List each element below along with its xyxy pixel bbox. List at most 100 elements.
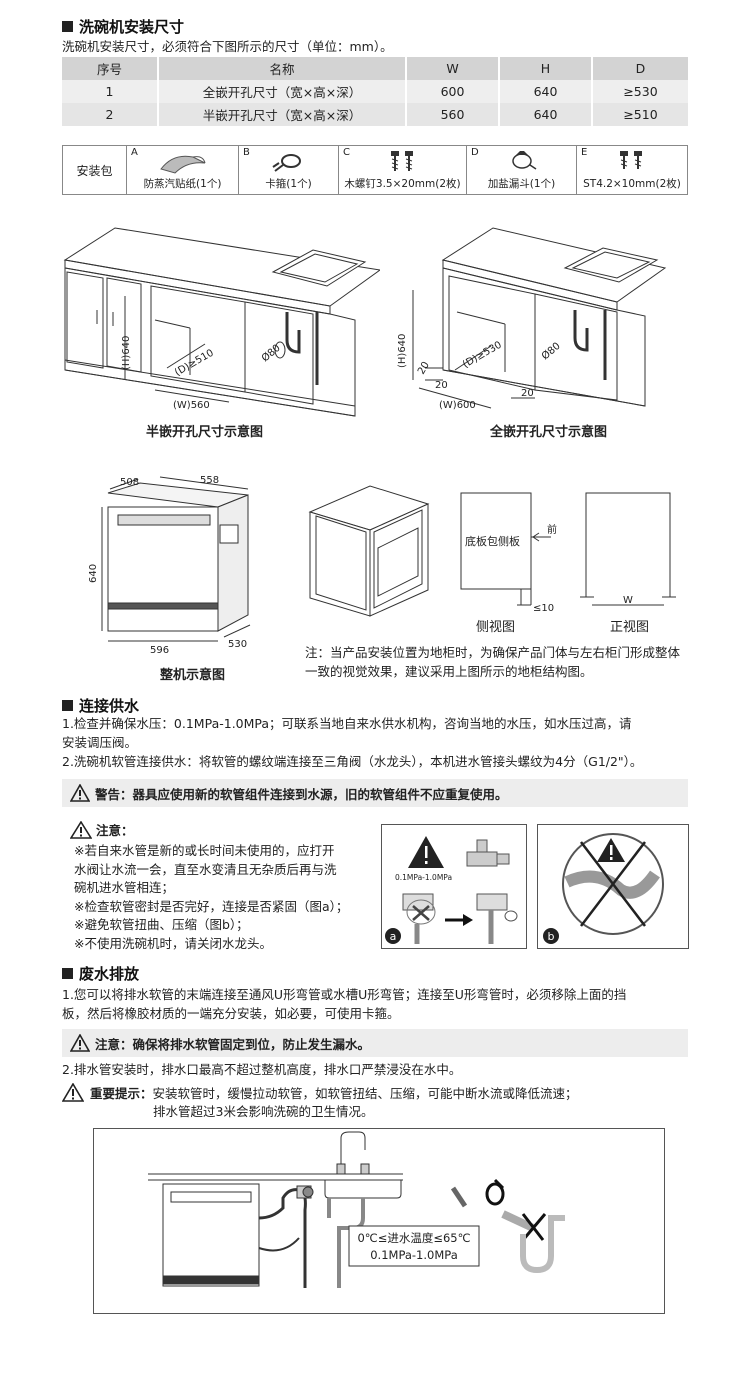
drain-pressure-label: 0.1MPa-1.0MPa xyxy=(370,1248,458,1262)
full-diagram-caption: 全嵌开孔尺寸示意图 xyxy=(490,425,608,440)
warning-text: 警告：器具应使用新的软管组件连接到水源，旧的软管组件不应重复使用。 xyxy=(95,786,508,802)
table-cell: 半嵌开孔尺寸（宽×高×深） xyxy=(158,103,407,126)
drain-installation-diagram: 0℃≤进水温度≤65℃ 0.1MPa-1.0MPa xyxy=(93,1128,665,1314)
table-cell: 全嵌开孔尺寸（宽×高×深） xyxy=(158,80,407,103)
full-gap1-label: 20 xyxy=(416,360,432,377)
side-panel-label: 底板包侧板 xyxy=(465,534,520,548)
package-item-c: C 木螺钉3.5×20mm(2枚) xyxy=(339,146,467,194)
fig-b-label: b xyxy=(548,930,555,943)
install-intro: 洗碗机安装尺寸，必须符合下图所示的尺寸（单位：mm）。 xyxy=(62,39,393,54)
side-front-label: 前 xyxy=(547,523,557,536)
notice-line: ※避免软管扭曲、压缩（图b）； xyxy=(74,917,249,933)
notice-title: 注意： xyxy=(96,823,134,838)
half-w-label: (W)560 xyxy=(173,400,210,411)
section-heading-water-supply: 连接供水 xyxy=(62,695,139,716)
item-label: 加盐漏斗(1个) xyxy=(487,178,556,190)
bullet-square-icon xyxy=(62,700,73,711)
section-title: 废水排放 xyxy=(79,965,140,983)
section-title: 洗碗机安装尺寸 xyxy=(79,18,185,36)
important-line-2: 排水管超过3米会影响洗碗的卫生情况。 xyxy=(153,1104,374,1119)
warning-triangle-icon xyxy=(70,820,92,839)
item-label: ST4.2×10mm(2枚) xyxy=(583,178,681,190)
cabinet-note: 注：当产品安装位置为地柜时，为确保产品门体与左右柜门形成整体一致的视觉效果，建议… xyxy=(305,645,681,679)
half-diagram-caption: 半嵌开孔尺寸示意图 xyxy=(146,425,264,440)
package-item-b: B 卡箍(1个) xyxy=(239,146,339,194)
important-label: 重要提示： xyxy=(90,1086,153,1101)
notice-line: ※不使用洗碗机时，请关闭水龙头。 xyxy=(74,935,272,951)
item-label: 卡箍(1个) xyxy=(265,178,312,190)
full-gap3-label: 20 xyxy=(521,388,534,399)
hose-clamp-icon xyxy=(271,154,301,172)
machine-diagram-caption: 整机示意图 xyxy=(160,668,226,683)
half-h-label: (H)640 xyxy=(121,336,132,370)
drain-notice-text: 注意：确保将排水软管固定到位，防止发生漏水。 xyxy=(95,1036,371,1052)
full-gap2-label: 20 xyxy=(435,380,448,391)
notice-line: ※若自来水管是新的或长时间未使用的，应打开 xyxy=(74,843,335,858)
col-header: 序号 xyxy=(62,57,159,80)
package-item-e: E ST4.2×10mm(2枚) xyxy=(577,146,687,194)
item-letter: E xyxy=(581,147,588,158)
drain-step-1: 1.您可以将排水软管的末端连接至通风U形弯管或水槽U形弯管；连接至U形弯管时，必… xyxy=(62,987,627,1002)
full-h-label: (H)640 xyxy=(397,334,408,368)
item-letter: C xyxy=(343,147,350,158)
drain-temp-label: 0℃≤进水温度≤65℃ xyxy=(357,1231,470,1245)
important-tip: 重要提示： 安装软管时，缓慢拉动软管，如软管扭结、压缩，可能中断水流或降低流速； xyxy=(62,1083,578,1102)
drain-step-2: 2.排水管安装时，排水口最高不超过整机高度，排水口严禁浸没在水中。 xyxy=(62,1062,462,1077)
machine-w-label: 596 xyxy=(150,645,169,655)
full-phi-label: Ø80 xyxy=(539,340,563,362)
figure-a-hose-connection: a 0.1MPa-1.0MPa xyxy=(381,824,527,949)
package-item-d: D 加盐漏斗(1个) xyxy=(467,146,577,194)
water-step-1: 1.检查并确保水压：0.1MPa-1.0MPa；可联系当地自来水供水机构，咨询当… xyxy=(62,716,632,731)
table-cell: 1 xyxy=(62,80,159,103)
front-view-caption: 正视图 xyxy=(610,620,650,635)
item-letter: B xyxy=(243,147,250,158)
full-d-label: (D)≥530 xyxy=(461,340,504,371)
figure-b-avoid-kink: b xyxy=(537,824,689,949)
half-embedded-cabinet-diagram: (H)640 (D)≥510 (W)560 Ø80 xyxy=(63,227,380,417)
screw-icon xyxy=(620,151,642,169)
table-cell: ≥530 xyxy=(592,80,688,103)
table-header-row: 序号 名称 W H D xyxy=(62,57,688,80)
fig-a-label: a xyxy=(390,930,397,943)
item-letter: D xyxy=(471,147,479,158)
drain-notice-bar: 注意：确保将排水软管固定到位，防止发生漏水。 xyxy=(62,1029,688,1057)
item-label: 防蒸汽贴纸(1个) xyxy=(143,178,222,190)
machine-schematic-diagram: 508 558 640 596 530 xyxy=(88,475,251,655)
section-heading-drain: 废水排放 xyxy=(62,963,139,984)
item-letter: A xyxy=(131,147,138,158)
item-label: 木螺钉3.5×20mm(2枚) xyxy=(344,178,461,190)
table-row: 1 全嵌开孔尺寸（宽×高×深） 600 640 ≥530 xyxy=(62,80,688,103)
salt-funnel-icon xyxy=(511,151,536,170)
package-item-a: A 防蒸汽贴纸(1个) xyxy=(127,146,239,194)
water-step-2: 2.洗碗机软管连接供水：将软管的螺纹端连接至三角阀（水龙头），本机进水管接头螺纹… xyxy=(62,754,643,769)
front-view-diagram: W xyxy=(580,492,676,606)
side-view-diagram: 底板包侧板 前 ≤10 xyxy=(460,492,557,614)
dimension-table: 序号 名称 W H D 1 全嵌开孔尺寸（宽×高×深） 600 640 ≥530… xyxy=(62,57,688,126)
side-gap-label: ≤10 xyxy=(533,603,554,614)
install-package-table: 安装包 A 防蒸汽贴纸(1个) B 卡箍(1个) C 木螺钉3.5×20mm(2… xyxy=(62,145,688,195)
table-cell: 640 xyxy=(499,80,593,103)
notice-heading: 注意： xyxy=(70,820,134,839)
col-header: W xyxy=(406,57,500,80)
col-header: D xyxy=(592,57,688,80)
table-cell: ≥510 xyxy=(592,103,688,126)
side-view-caption: 侧视图 xyxy=(476,620,516,635)
front-w-label: W xyxy=(623,595,633,606)
col-header: 名称 xyxy=(158,57,407,80)
notice-line: 碗机进水管相连； xyxy=(74,880,175,896)
table-cell: 560 xyxy=(406,103,500,126)
full-w-label: (W)600 xyxy=(439,400,476,411)
notice-line: ※检查软管密封是否完好，连接是否紧固（图a）； xyxy=(74,898,349,914)
table-row: 2 半嵌开孔尺寸（宽×高×深） 560 640 ≥510 xyxy=(62,103,688,126)
half-phi-label: Ø80 xyxy=(259,342,283,364)
col-header: H xyxy=(499,57,593,80)
warning-triangle-icon xyxy=(70,1034,90,1052)
table-cell: 640 xyxy=(499,103,593,126)
notice-list: ※若自来水管是新的或长时间未使用的，应打开 水阀让水流一会，直至水变清且无杂质后… xyxy=(74,842,348,954)
full-embedded-cabinet-diagram: (H)640 (D)≥530 (W)600 Ø80 20 20 20 xyxy=(397,227,667,411)
bullet-square-icon xyxy=(62,968,73,979)
cabinet-frame-diagram xyxy=(308,485,430,617)
wood-screw-icon xyxy=(390,151,413,171)
machine-h-label: 640 xyxy=(88,564,99,583)
warning-triangle-icon xyxy=(62,1083,84,1102)
